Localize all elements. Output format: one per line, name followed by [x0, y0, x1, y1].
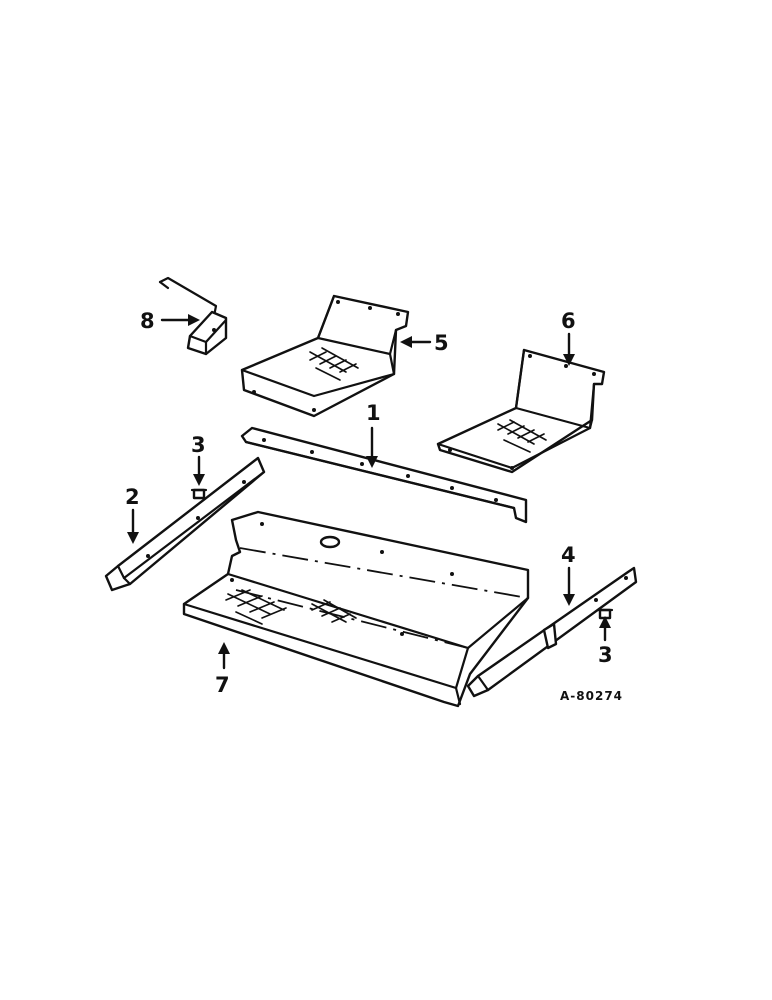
callout-5: 5: [434, 331, 449, 355]
part-5-left-step-plate: [240, 294, 410, 418]
part-6-right-step-plate: [436, 348, 606, 474]
part-1-angle-bar: [240, 426, 528, 524]
part-4-right-angle-bar: [466, 566, 638, 698]
callout-1: 1: [366, 401, 381, 425]
leader-arrows: [127, 314, 611, 670]
part-3-bolt-right: [596, 608, 614, 620]
part-3-bolt-left: [190, 488, 208, 500]
callout-8: 8: [140, 309, 155, 333]
callout-2: 2: [125, 485, 140, 509]
part-8-latch-handle: [158, 276, 228, 356]
callout-3-left: 3: [191, 433, 206, 457]
callout-3-right: 3: [598, 643, 613, 667]
callout-6: 6: [561, 309, 576, 333]
part-2-left-angle-bar: [104, 456, 266, 592]
part-7-floor-plate: [182, 510, 530, 708]
callout-4: 4: [561, 543, 576, 567]
callout-7: 7: [215, 673, 230, 697]
reference-code: A-80274: [560, 689, 623, 703]
